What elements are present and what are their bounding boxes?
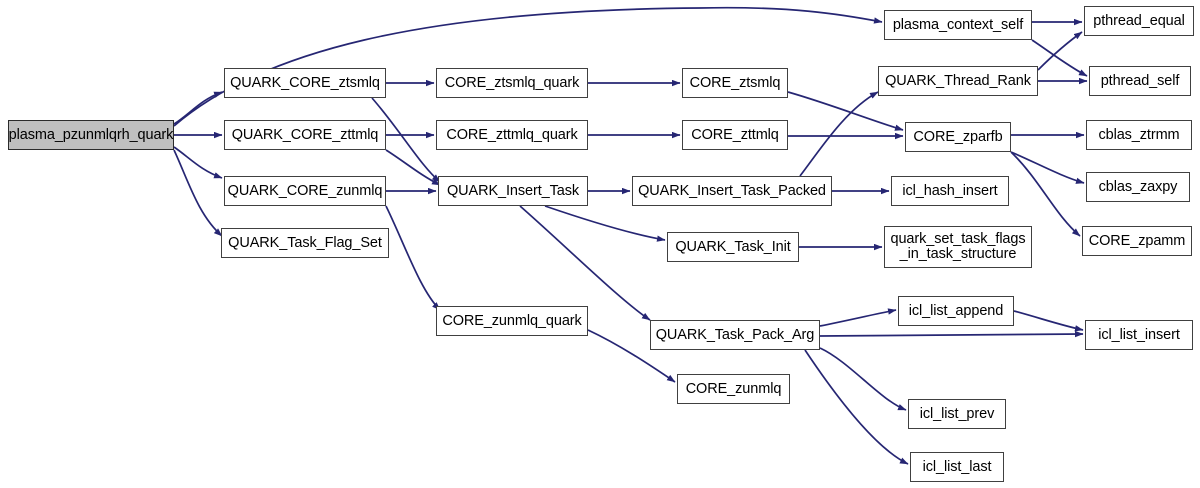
graph-node-label: QUARK_Insert_Task_Packed — [638, 182, 826, 199]
graph-node-cblas_zaxpy[interactable]: cblas_zaxpy — [1086, 172, 1190, 202]
graph-node-QUARK_CORE_zttmlq[interactable]: QUARK_CORE_zttmlq — [224, 120, 386, 150]
graph-node-label: icl_list_append — [908, 302, 1004, 319]
graph-node-icl_list_append[interactable]: icl_list_append — [898, 296, 1014, 326]
graph-node-label: CORE_zparfb — [913, 128, 1003, 145]
graph-node-icl_hash_insert[interactable]: icl_hash_insert — [891, 176, 1009, 206]
edge-QUARK_CORE_zunmlq-to-CORE_zunmlq_quark — [385, 205, 441, 311]
graph-node-label: CORE_ztsmlq_quark — [444, 74, 580, 91]
graph-node-label: QUARK_CORE_ztsmlq — [230, 74, 380, 91]
graph-node-QUARK_Task_Flag_Set[interactable]: QUARK_Task_Flag_Set — [221, 228, 389, 258]
graph-node-QUARK_CORE_zunmlq[interactable]: QUARK_CORE_zunmlq — [224, 176, 386, 206]
graph-node-label: QUARK_CORE_zunmlq — [227, 182, 383, 199]
graph-node-CORE_zpamm[interactable]: CORE_zpamm — [1082, 226, 1192, 256]
graph-node-label: quark_set_task_flags _in_task_structure — [890, 231, 1026, 262]
graph-node-label: CORE_zttmlq_quark — [446, 126, 578, 143]
graph-node-plasma_pzunmlqrh_quark[interactable]: plasma_pzunmlqrh_quark — [8, 120, 174, 150]
graph-node-label: icl_list_insert — [1098, 326, 1180, 343]
graph-node-label: QUARK_Task_Pack_Arg — [655, 326, 815, 343]
edge-QUARK_Task_Pack_Arg-to-icl_list_insert — [819, 330, 1084, 338]
edge-plasma_pzunmlqrh_quark-to-QUARK_CORE_zunmlq — [173, 146, 223, 179]
graph-node-label: icl_list_last — [922, 458, 992, 475]
graph-node-label: QUARK_CORE_zttmlq — [231, 126, 379, 143]
graph-node-QUARK_Thread_Rank[interactable]: QUARK_Thread_Rank — [878, 66, 1038, 96]
graph-node-label: QUARK_Insert_Task — [446, 182, 580, 199]
graph-node-label: pthread_equal — [1093, 12, 1185, 29]
graph-node-label: CORE_zunmlq — [685, 380, 782, 397]
graph-node-label: plasma_pzunmlqrh_quark — [8, 126, 174, 143]
edge-CORE_zparfb-to-cblas_zaxpy — [1010, 151, 1085, 184]
graph-node-QUARK_Task_Init[interactable]: QUARK_Task_Init — [667, 232, 799, 262]
edge-plasma_pzunmlqrh_quark-to-plasma_context_self — [173, 6, 883, 127]
graph-node-plasma_context_self[interactable]: plasma_context_self — [884, 10, 1032, 40]
graph-node-CORE_zttmlq[interactable]: CORE_zttmlq — [682, 120, 788, 150]
graph-node-CORE_zttmlq_quark[interactable]: CORE_zttmlq_quark — [436, 120, 588, 150]
graph-node-icl_list_last[interactable]: icl_list_last — [910, 452, 1004, 482]
edge-QUARK_Insert_Task_Packed-to-QUARK_Thread_Rank — [799, 91, 879, 177]
graph-node-CORE_ztsmlq[interactable]: CORE_ztsmlq — [682, 68, 788, 98]
edge-QUARK_CORE_zttmlq-to-QUARK_Insert_Task — [385, 149, 441, 186]
graph-node-label: CORE_ztsmlq — [689, 74, 781, 91]
edge-icl_list_append-to-icl_list_insert — [1013, 310, 1084, 332]
graph-node-QUARK_Insert_Task[interactable]: QUARK_Insert_Task — [438, 176, 588, 206]
graph-node-label: CORE_zunmlq_quark — [442, 312, 582, 329]
graph-node-CORE_zunmlq[interactable]: CORE_zunmlq — [677, 374, 790, 404]
graph-node-QUARK_CORE_ztsmlq[interactable]: QUARK_CORE_ztsmlq — [224, 68, 386, 98]
graph-node-label: plasma_context_self — [892, 16, 1024, 33]
edge-plasma_pzunmlqrh_quark-to-QUARK_Task_Flag_Set — [173, 149, 223, 237]
graph-node-icl_list_insert[interactable]: icl_list_insert — [1085, 320, 1193, 350]
graph-node-label: icl_list_prev — [919, 405, 995, 422]
graph-node-label: pthread_self — [1100, 72, 1180, 89]
graph-node-CORE_zparfb[interactable]: CORE_zparfb — [905, 122, 1011, 152]
edge-QUARK_Task_Pack_Arg-to-icl_list_append — [819, 308, 897, 327]
edge-CORE_zunmlq_quark-to-CORE_zunmlq — [587, 329, 676, 383]
graph-node-icl_list_prev[interactable]: icl_list_prev — [908, 399, 1006, 429]
graph-node-label: cblas_ztrmm — [1098, 126, 1180, 143]
graph-node-label: QUARK_Thread_Rank — [885, 72, 1031, 89]
graph-node-pthread_self[interactable]: pthread_self — [1089, 66, 1191, 96]
edge-CORE_ztsmlq-to-CORE_zparfb — [787, 91, 904, 131]
graph-node-cblas_ztrmm[interactable]: cblas_ztrmm — [1086, 120, 1192, 150]
graph-node-label: CORE_zpamm — [1088, 232, 1186, 249]
graph-node-label: CORE_zttmlq — [691, 126, 779, 143]
graph-node-label: cblas_zaxpy — [1098, 178, 1178, 195]
edge-QUARK_Thread_Rank-to-pthread_equal — [1037, 31, 1083, 71]
edge-plasma_pzunmlqrh_quark-to-QUARK_CORE_ztsmlq — [173, 91, 223, 125]
edge-QUARK_Task_Pack_Arg-to-icl_list_last — [804, 349, 909, 465]
edge-QUARK_Task_Pack_Arg-to-icl_list_prev — [819, 347, 907, 411]
graph-node-label: QUARK_Task_Init — [675, 238, 791, 255]
graph-node-pthread_equal[interactable]: pthread_equal — [1084, 6, 1194, 36]
graph-node-label: icl_hash_insert — [902, 182, 998, 199]
edge-QUARK_CORE_ztsmlq-to-QUARK_Insert_Task — [371, 97, 441, 183]
graph-node-quark_set_task_flags_in_task_structure[interactable]: quark_set_task_flags _in_task_structure — [884, 226, 1032, 268]
graph-node-CORE_ztsmlq_quark[interactable]: CORE_ztsmlq_quark — [436, 68, 588, 98]
edge-CORE_zparfb-to-CORE_zpamm — [1010, 151, 1081, 237]
edge-QUARK_Insert_Task-to-QUARK_Task_Init — [544, 205, 666, 242]
graph-node-CORE_zunmlq_quark[interactable]: CORE_zunmlq_quark — [436, 306, 588, 336]
edge-plasma_context_self-to-pthread_self — [1031, 39, 1088, 77]
graph-node-QUARK_Insert_Task_Packed[interactable]: QUARK_Insert_Task_Packed — [632, 176, 832, 206]
graph-node-label: QUARK_Task_Flag_Set — [228, 234, 382, 251]
edge-QUARK_Insert_Task-to-QUARK_Task_Pack_Arg — [519, 205, 651, 321]
graph-node-QUARK_Task_Pack_Arg[interactable]: QUARK_Task_Pack_Arg — [650, 320, 820, 350]
